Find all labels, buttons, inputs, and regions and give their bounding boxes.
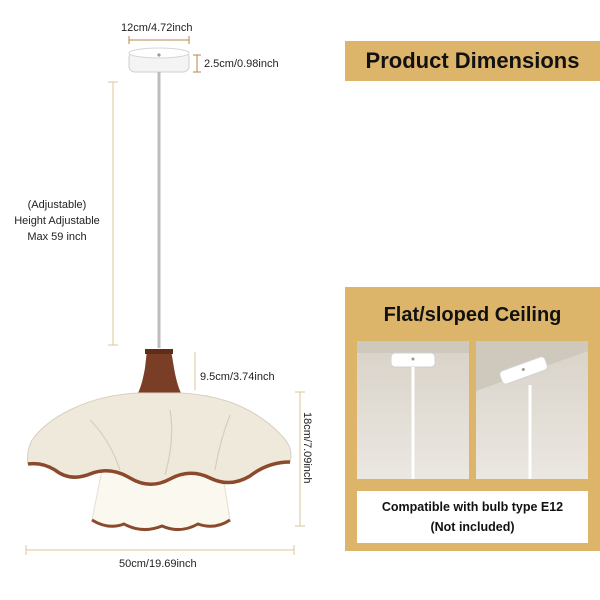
shade-height-label: 18cm/7.09inch <box>301 412 313 484</box>
canopy-height-label: 2.5cm/0.98inch <box>204 58 279 70</box>
panel-title: Flat/sloped Ceiling <box>383 303 562 326</box>
canopy-width-label: 12cm/4.72inch <box>121 22 193 34</box>
wavy-shade <box>27 392 292 485</box>
height-adjustable-label: (Adjustable) Height Adjustable Max 59 in… <box>4 197 110 245</box>
bulb-note-text: (Not included) <box>430 520 515 534</box>
height-line-1: (Adjustable) <box>27 199 87 211</box>
sloped-ceiling-illustration <box>476 341 588 479</box>
bulb-compat-text: Compatible with bulb type E12 <box>381 500 564 514</box>
wood-socket <box>138 350 181 393</box>
flat-ceiling-image <box>357 341 469 479</box>
neck-height-label: 9.5cm/3.74inch <box>200 371 275 383</box>
banner-title: Product Dimensions <box>365 48 580 73</box>
height-line-3: Max 59 inch <box>27 231 87 243</box>
ceiling-type-panel: Flat/sloped Ceiling Compatible with bulb… <box>345 287 600 551</box>
lamp-illustration <box>25 36 305 555</box>
height-line-2: Height Adjustable <box>14 215 100 227</box>
product-dimensions-banner: Product Dimensions <box>345 41 600 81</box>
sloped-ceiling-image <box>476 341 588 479</box>
shade-width-label: 50cm/19.69inch <box>119 558 197 570</box>
bulb-info-box: Compatible with bulb type E12 (Not inclu… <box>357 491 588 543</box>
flat-ceiling-illustration <box>357 341 469 479</box>
